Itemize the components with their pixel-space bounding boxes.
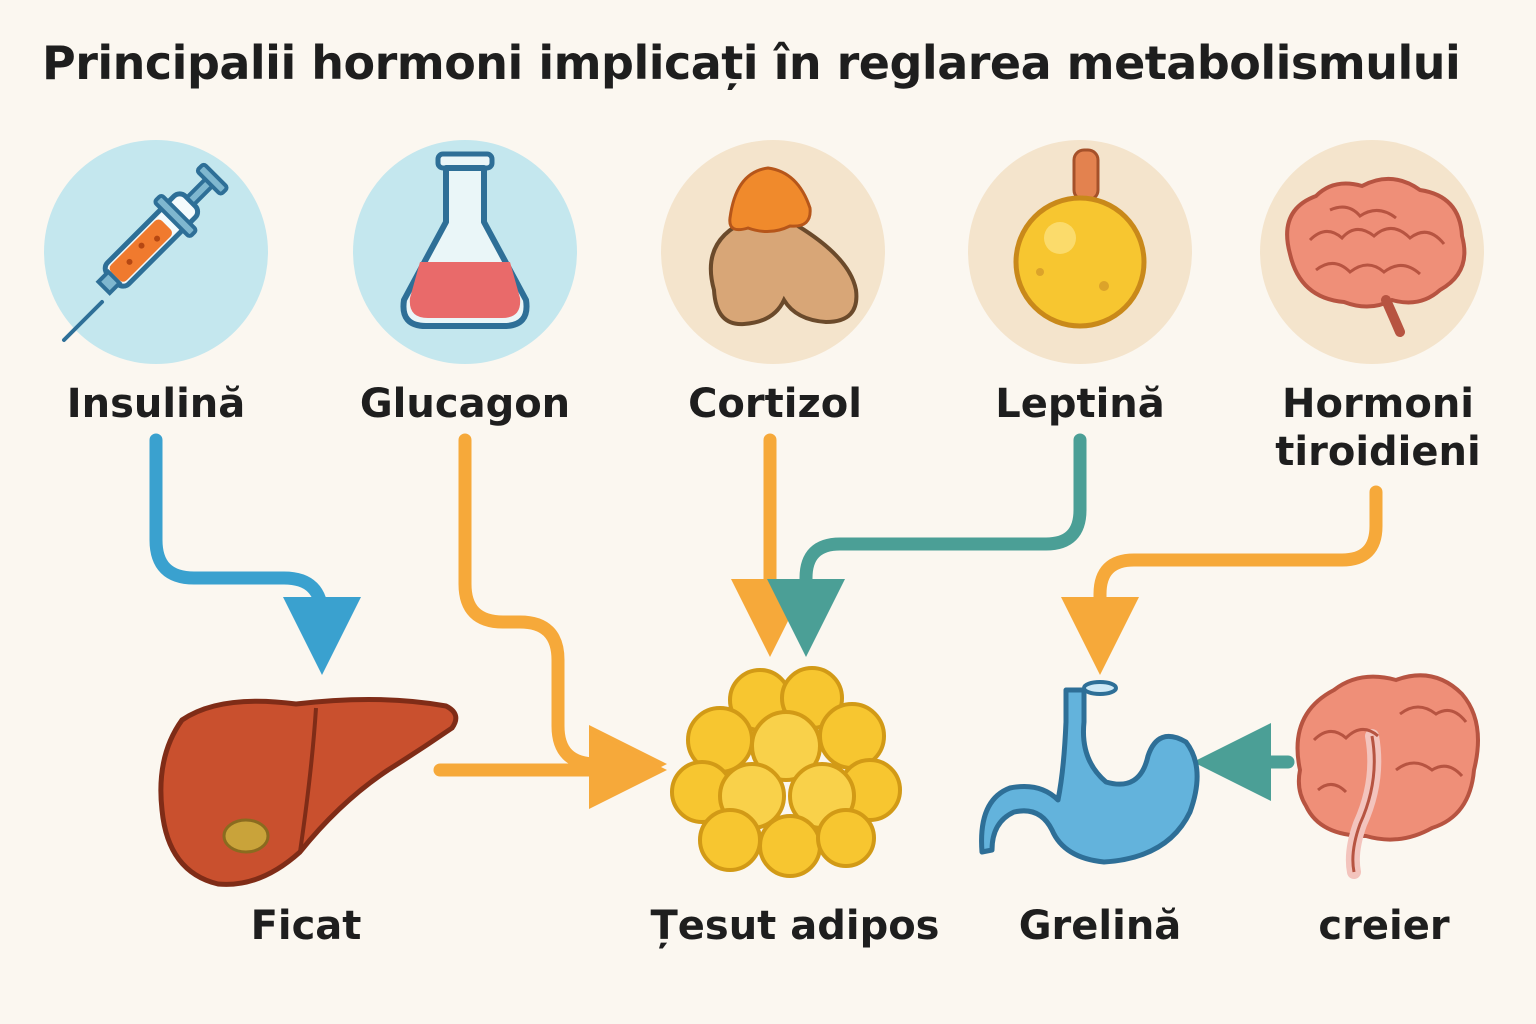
arrow-insulin-to-liver xyxy=(149,433,361,675)
hormone-insulin-node xyxy=(44,140,268,364)
brain-illustration xyxy=(1295,673,1480,879)
arrow-thyroid-to-ghrelin xyxy=(1061,485,1383,675)
adrenal-gland-icon xyxy=(708,166,859,327)
label-glucagon: Glucagon xyxy=(359,381,571,427)
label-insulin: Insulină xyxy=(66,381,246,427)
flask-icon xyxy=(400,151,530,329)
fat-cell-icon xyxy=(1013,148,1147,329)
liver-icon xyxy=(158,696,459,887)
arrow-glucagon-to-adipose xyxy=(458,433,667,803)
hormone-thyroid-node xyxy=(1260,140,1484,364)
label-brain: creier xyxy=(1318,903,1450,949)
hormone-leptin-node xyxy=(968,140,1192,364)
page-title: Principalii hormoni implicați în reglare… xyxy=(42,36,1461,90)
label-leptin: Leptină xyxy=(995,381,1165,427)
label-cortisol: Cortizol xyxy=(688,381,862,427)
label-ghrelin: Grelină xyxy=(1018,903,1182,949)
stomach-icon xyxy=(979,680,1200,865)
adipose-tissue-icon xyxy=(670,666,902,878)
syringe-icon xyxy=(62,162,229,342)
stomach-illustration xyxy=(979,680,1200,865)
label-thyroid-hormones: Hormoni tiroidieni xyxy=(1275,381,1481,475)
label-liver: Ficat xyxy=(250,903,362,949)
arrow-leptin-to-adipose xyxy=(767,433,1087,657)
adipose-illustration xyxy=(670,666,902,878)
liver-illustration xyxy=(158,696,459,887)
hormone-cortisol-node xyxy=(661,140,885,364)
brain-icon xyxy=(1285,176,1467,337)
label-adipose-tissue: Țesut adipos xyxy=(650,903,940,949)
brain-icon xyxy=(1295,673,1480,879)
hormone-glucagon-node xyxy=(353,140,577,364)
